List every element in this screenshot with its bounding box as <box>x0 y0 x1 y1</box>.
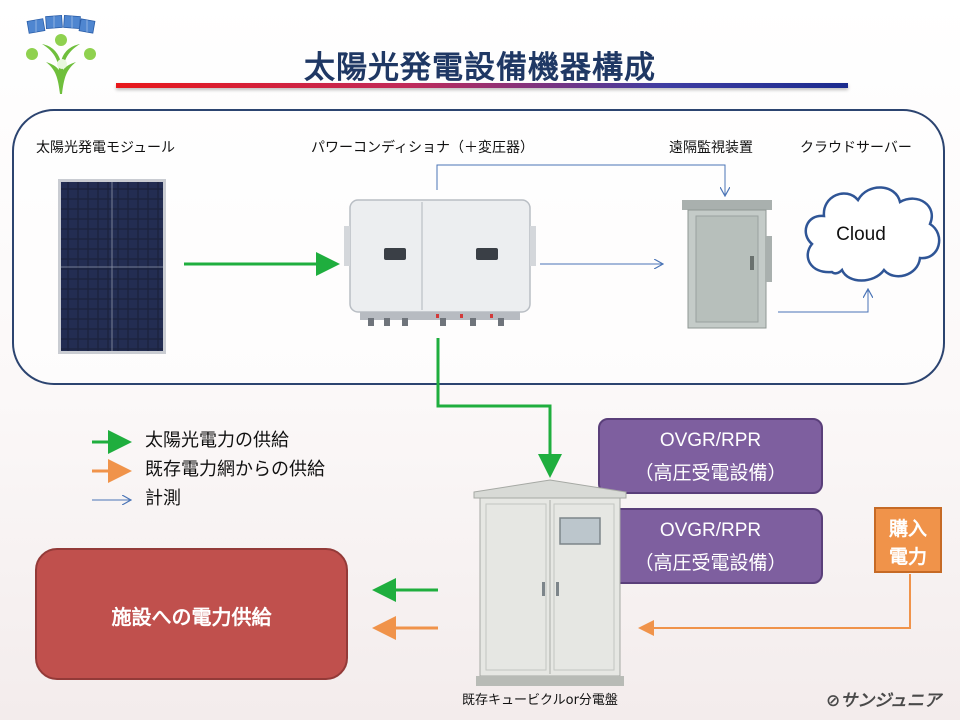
cubicle-label: 既存キュービクルor分電盤 <box>462 693 618 708</box>
facility-supply-label: 施設への電力供給 <box>111 605 272 629</box>
ovgr-box-2: OVGR/RPR （高圧受電設備） <box>598 508 823 584</box>
ovgr-box-1: OVGR/RPR （高圧受電設備） <box>598 418 823 494</box>
module-label: 太陽光発電モジュール <box>36 140 176 156</box>
brand-name: サンジュニア <box>840 691 942 711</box>
legend-grid-label: 既存電力網からの供給 <box>145 459 325 480</box>
title-underline <box>116 83 848 88</box>
cubicle-cabinet-icon <box>473 479 627 686</box>
purchase-line-2: 電力 <box>888 546 927 568</box>
cloud-icon <box>804 186 941 282</box>
purchase-power-box: 購入 電力 <box>874 507 942 573</box>
purchase-line-1: 購入 <box>888 518 927 540</box>
logo-icon <box>26 15 96 94</box>
page-title: 太陽光発電設備機器構成 <box>304 50 656 86</box>
ovgr-box-2-subtitle: （高圧受電設備） <box>634 552 787 574</box>
legend-solar-label: 太陽光電力の供給 <box>145 430 289 451</box>
monitor-label: 遠隔監視装置 <box>669 140 753 156</box>
brand-mark-icon: ⊘ <box>826 691 841 711</box>
pcs-label: パワーコンディショナ（＋変圧器） <box>311 140 535 156</box>
legend-measure-label: 計測 <box>145 488 181 509</box>
cloud-label: Cloud <box>836 224 886 245</box>
facility-supply-box: 施設への電力供給 <box>35 548 348 680</box>
ovgr-box-1-title: OVGR/RPR <box>659 430 762 451</box>
power-conditioner-icon <box>344 199 536 326</box>
cloud-server-label: クラウドサーバー <box>800 140 912 156</box>
ovgr-box-2-title: OVGR/RPR <box>659 520 762 541</box>
remote-monitor-icon <box>682 200 772 329</box>
ovgr-box-1-subtitle: （高圧受電設備） <box>634 462 787 484</box>
brand-logo: ⊘サンジュニア <box>826 686 941 711</box>
solar-panel-icon <box>58 179 166 354</box>
